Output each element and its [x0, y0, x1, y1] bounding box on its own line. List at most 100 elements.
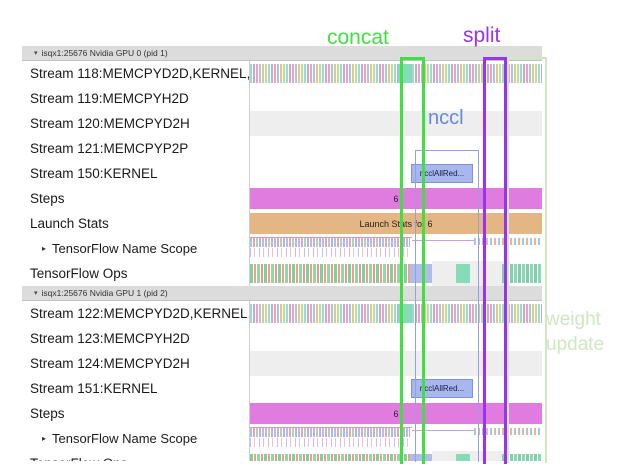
trace-lane[interactable]: [250, 426, 542, 451]
trace-row-label-text: TensorFlow Name Scope: [52, 431, 198, 446]
trace-lane[interactable]: [250, 451, 542, 461]
trace-row-label[interactable]: Stream 151:KERNEL: [22, 376, 250, 401]
trace-row: Steps 6: [22, 186, 542, 211]
kernel-activity-stripes: [412, 304, 502, 323]
chevron-down-icon: ▾: [34, 49, 38, 57]
trace-row-label[interactable]: TensorFlow Ops: [22, 261, 250, 286]
trace-row: ▸ TensorFlow Name Scope: [22, 236, 542, 261]
trace-row-label[interactable]: ▸ TensorFlow Name Scope: [22, 426, 250, 451]
trace-row-label-text: TensorFlow Name Scope: [52, 241, 198, 256]
trace-row-label[interactable]: Stream 119:MEMCPYH2D: [22, 86, 250, 111]
trace-row: Stream 121:MEMCPYP2P: [22, 136, 542, 161]
trace-row-label[interactable]: Stream 120:MEMCPYD2H: [22, 111, 250, 136]
trace-row-label[interactable]: Stream 123:MEMCPYH2D: [22, 326, 250, 351]
trace-row-label-text: Stream 123:MEMCPYH2D: [30, 331, 190, 346]
trace-row-label-text: Stream 120:MEMCPYD2H: [30, 116, 190, 131]
trace-row-label-text: TensorFlow Ops: [30, 266, 128, 281]
trace-row: Stream 124:MEMCPYD2H: [22, 351, 542, 376]
kernel-activity-stripes: [250, 304, 410, 323]
steps-bar[interactable]: 6: [250, 403, 542, 424]
trace-row-label[interactable]: Steps: [22, 401, 250, 426]
trace-row-label-text: TensorFlow Ops: [30, 456, 128, 461]
trace-row-label-text: Stream 118:MEMCPYD2D,KERNEL,ME: [30, 66, 250, 81]
group-header-label: isqx1:25676 Nvidia GPU 1 (pid 2): [41, 288, 168, 298]
name-scope-span-line: [250, 237, 412, 238]
kernel-activity-stripes: [398, 64, 412, 83]
kernel-activity-stripes: [502, 304, 542, 323]
orange-arc-annotation: [337, 0, 377, 13]
trace-row: Stream 151:KERNEL ncclAllRed...: [22, 376, 542, 401]
group-header-1[interactable]: ▾isqx1:25676 Nvidia GPU 1 (pid 2): [22, 286, 542, 301]
trace-row: Stream 123:MEMCPYH2D: [22, 326, 542, 351]
ops-stripes: [250, 454, 410, 461]
trace-row-label-text: Stream 150:KERNEL: [30, 166, 158, 181]
trace-row-label[interactable]: Stream 122:MEMCPYD2D,KERNEL,MI: [22, 301, 250, 326]
name-scope-stripes: [250, 238, 410, 247]
name-scope-stripes: [250, 428, 410, 437]
chevron-right-icon[interactable]: ▸: [42, 434, 47, 443]
trace-row-label-text: Stream 151:KERNEL: [30, 381, 158, 396]
lane-shading: [432, 261, 510, 286]
lane-shading: [432, 451, 510, 461]
trace-row-label-text: Stream 124:MEMCPYD2H: [30, 356, 190, 371]
trace-lane[interactable]: [250, 86, 542, 111]
name-scope-stripes: [250, 438, 410, 447]
ops-stripes: [502, 454, 542, 461]
trace-row: Stream 150:KERNEL ncclAllRed...: [22, 161, 542, 186]
ops-gap-block: [410, 454, 432, 461]
trace-row-label[interactable]: TensorFlow Ops: [22, 451, 250, 461]
chevron-down-icon: ▾: [34, 289, 38, 297]
nccl-allreduce-bar[interactable]: ncclAllRed...: [411, 164, 473, 183]
weight-update-line-2: update: [546, 334, 605, 355]
lane-shading: [250, 111, 542, 136]
trace-lane[interactable]: ncclAllRed...: [250, 161, 542, 186]
kernel-activity-stripes: [412, 64, 502, 83]
trace-row-label-text: Stream 121:MEMCPYP2P: [30, 141, 189, 156]
chevron-right-icon[interactable]: ▸: [42, 244, 47, 253]
launch-stats-bar[interactable]: Launch Stats for 6: [250, 213, 542, 234]
ops-stripes: [456, 454, 470, 461]
trace-group: ▾isqx1:25676 Nvidia GPU 0 (pid 1) Stream …: [22, 46, 542, 286]
trace-row-label-text: Stream 122:MEMCPYD2D,KERNEL,MI: [30, 306, 250, 321]
name-scope-stripes: [474, 428, 542, 435]
trace-row-label[interactable]: Launch Stats: [22, 211, 250, 236]
trace-lane[interactable]: ncclAllRed...: [250, 376, 542, 401]
trace-row-label-text: Steps: [30, 191, 65, 206]
group-header-0[interactable]: ▾isqx1:25676 Nvidia GPU 0 (pid 1): [22, 46, 542, 61]
trace-lane[interactable]: Launch Stats for 6: [250, 211, 542, 236]
name-scope-stripes: [474, 238, 542, 245]
trace-lane[interactable]: [250, 111, 542, 136]
ops-stripes: [502, 264, 542, 283]
trace-lane[interactable]: [250, 351, 542, 376]
trace-row-label[interactable]: Stream 118:MEMCPYD2D,KERNEL,ME: [22, 61, 250, 86]
lane-shading: [250, 351, 542, 376]
trace-row-label[interactable]: Stream 121:MEMCPYP2P: [22, 136, 250, 161]
steps-bar[interactable]: 6: [250, 188, 542, 209]
trace-viewer[interactable]: ▾isqx1:25676 Nvidia GPU 0 (pid 1)Stream …: [22, 46, 542, 461]
trace-lane[interactable]: [250, 261, 542, 286]
kernel-activity-stripes: [502, 64, 542, 83]
weight-update-label: weight update: [546, 307, 604, 357]
trace-row: TensorFlow Ops: [22, 451, 542, 461]
trace-row-label[interactable]: ▸ TensorFlow Name Scope: [22, 236, 250, 261]
group-header-label: isqx1:25676 Nvidia GPU 0 (pid 1): [41, 48, 168, 58]
ops-stripes: [250, 264, 410, 283]
trace-lane[interactable]: [250, 61, 542, 86]
trace-row-label[interactable]: Stream 124:MEMCPYD2H: [22, 351, 250, 376]
trace-lane[interactable]: [250, 326, 542, 351]
trace-lane[interactable]: 6: [250, 401, 542, 426]
trace-row-label[interactable]: Stream 150:KERNEL: [22, 161, 250, 186]
trace-row: Stream 122:MEMCPYD2D,KERNEL,MI: [22, 301, 542, 326]
trace-row: ▸ TensorFlow Name Scope: [22, 426, 542, 451]
trace-row-label-text: Stream 119:MEMCPYH2D: [30, 91, 189, 106]
trace-lane[interactable]: [250, 236, 542, 261]
trace-lane[interactable]: 6: [250, 186, 542, 211]
ops-gap-block: [410, 264, 432, 283]
trace-group: ▾isqx1:25676 Nvidia GPU 1 (pid 2) Stream …: [22, 286, 542, 461]
trace-lane[interactable]: [250, 301, 542, 326]
weight-update-line-1: weight: [546, 309, 601, 330]
trace-lane[interactable]: [250, 136, 542, 161]
trace-row-label[interactable]: Steps: [22, 186, 250, 211]
nccl-allreduce-bar[interactable]: ncclAllRed...: [411, 379, 473, 398]
